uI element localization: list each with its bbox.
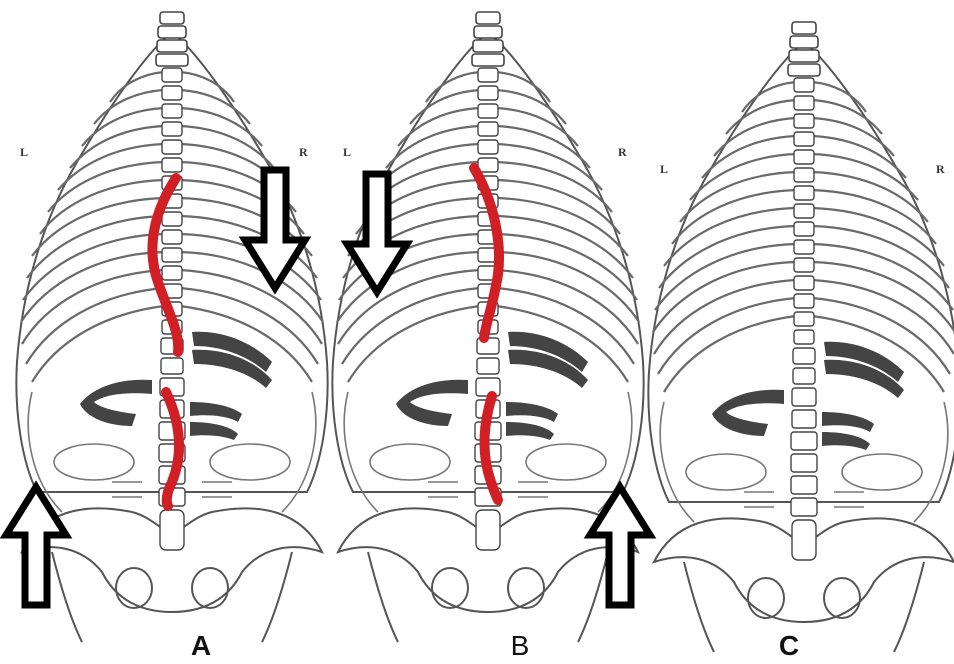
panel-c: [648, 22, 954, 652]
arrow-up-icon: [6, 487, 66, 605]
panel-b: [332, 12, 643, 642]
left-side-tag: L: [660, 162, 668, 177]
vertebral-column: [791, 78, 817, 560]
left-side-tag: L: [20, 145, 28, 160]
right-side-tag: R: [618, 145, 627, 160]
left-side-tag: L: [343, 145, 351, 160]
right-side-tag: R: [936, 162, 945, 177]
panel-label-c: C: [759, 630, 819, 662]
panel-label-a: A: [171, 630, 231, 662]
right-side-tag: R: [299, 145, 308, 160]
panel-a: [16, 12, 327, 642]
arrow-down-icon: [245, 170, 305, 288]
panel-label-b: B: [490, 630, 550, 662]
